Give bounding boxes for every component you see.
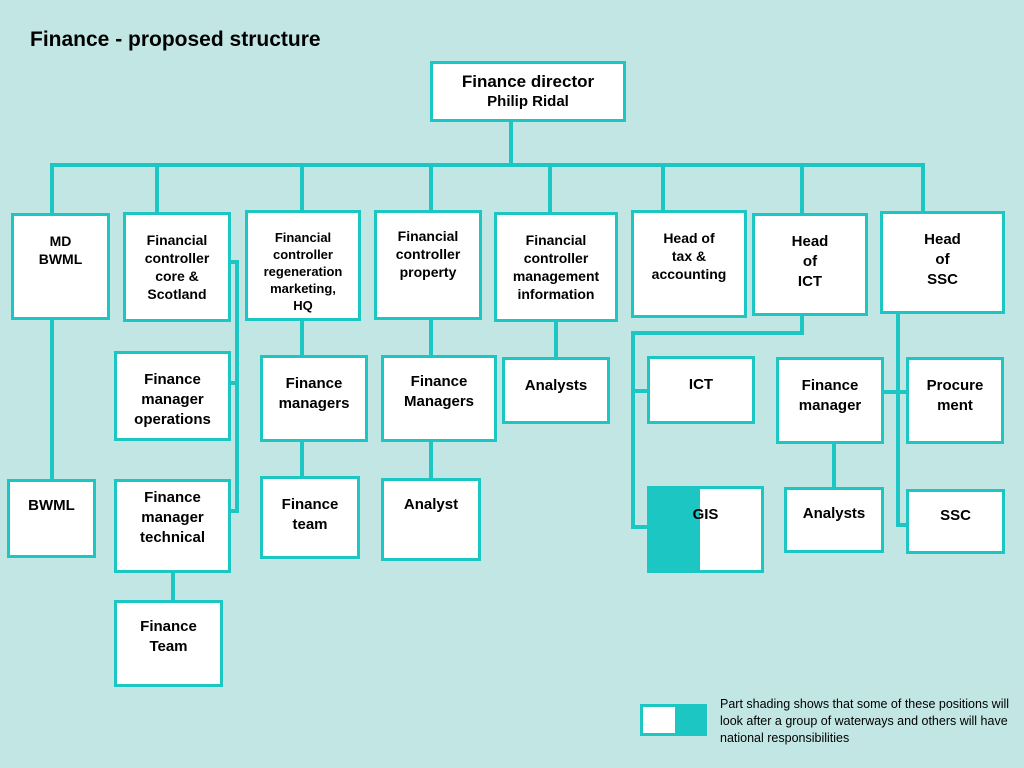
fc-management-info-box: Financial controller management informat… — [494, 212, 618, 322]
analyst-property-box: Analyst — [381, 478, 481, 561]
bwml-label: BWML — [28, 497, 75, 514]
fc-management-info-label: Financial controller management informat… — [512, 232, 600, 302]
md-bwml-box: MD BWML — [11, 213, 110, 320]
finance-director-role: Finance director — [461, 72, 595, 91]
finance-director-box: Finance director Philip Ridal — [430, 61, 626, 122]
finance-director-name: Philip Ridal — [487, 93, 569, 110]
bwml-box: BWML — [7, 479, 96, 558]
procurement-label: Procure ment — [926, 377, 984, 414]
head-tax-accounting-box: Head of tax & accounting — [631, 210, 747, 318]
finance-manager-ssc-box: Finance manager — [776, 357, 884, 444]
finance-managers-regen-box: Finance managers — [260, 355, 368, 442]
analyst-property-label: Analyst — [403, 496, 459, 513]
ict-box: ICT — [647, 356, 755, 424]
fm-operations-box: Finance manager operations — [114, 351, 231, 441]
analysts-mi-label: Analysts — [524, 377, 588, 394]
ict-label: ICT — [688, 376, 714, 393]
md-bwml-label: MD BWML — [38, 233, 83, 267]
finance-manager-ssc-label: Finance manager — [798, 377, 862, 414]
fc-core-scotland-label: Financial controller core & Scotland — [144, 232, 210, 302]
legend-part-shading-swatch — [640, 704, 707, 736]
ssc-label: SSC — [940, 507, 971, 524]
ssc-box: SSC — [906, 489, 1005, 554]
finance-managers-property-label: Finance Managers — [403, 373, 475, 410]
finance-team-regen-label: Finance team — [281, 496, 339, 533]
fm-technical-label: Finance manager technical — [139, 489, 206, 546]
finance-team-core-box: Finance Team — [114, 600, 223, 687]
head-ssc-label: Head of SSC — [924, 231, 961, 288]
finance-team-core-label: Finance Team — [140, 618, 197, 655]
analysts-fm-box: Analysts — [784, 487, 884, 553]
analysts-mi-box: Analysts — [502, 357, 610, 424]
fm-technical-box: Finance manager technical — [114, 479, 231, 573]
gis-label: GIS — [692, 506, 719, 523]
fc-property-box: Financial controller property — [374, 210, 482, 320]
finance-managers-property-box: Finance Managers — [381, 355, 497, 442]
head-ict-box: Head of ICT — [752, 213, 868, 316]
finance-team-regen-box: Finance team — [260, 476, 360, 559]
fc-core-scotland-box: Financial controller core & Scotland — [123, 212, 231, 322]
page-title: Finance - proposed structure — [30, 28, 321, 51]
fc-regeneration-label: Financial controller regeneration market… — [263, 230, 343, 313]
fc-regeneration-box: Financial controller regeneration market… — [245, 210, 361, 321]
finance-managers-regen-label: Finance managers — [278, 375, 350, 412]
head-ssc-box: Head of SSC — [880, 211, 1005, 314]
legend-text: Part shading shows that some of these po… — [720, 697, 1010, 745]
fc-property-label: Financial controller property — [395, 228, 461, 280]
analysts-fm-label: Analysts — [802, 505, 866, 522]
head-tax-accounting-label: Head of tax & accounting — [651, 230, 727, 282]
head-ict-label: Head of ICT — [791, 233, 829, 290]
gis-box: GIS — [647, 486, 764, 573]
fm-operations-label: Finance manager operations — [134, 371, 211, 428]
procurement-box: Procure ment — [906, 357, 1004, 444]
